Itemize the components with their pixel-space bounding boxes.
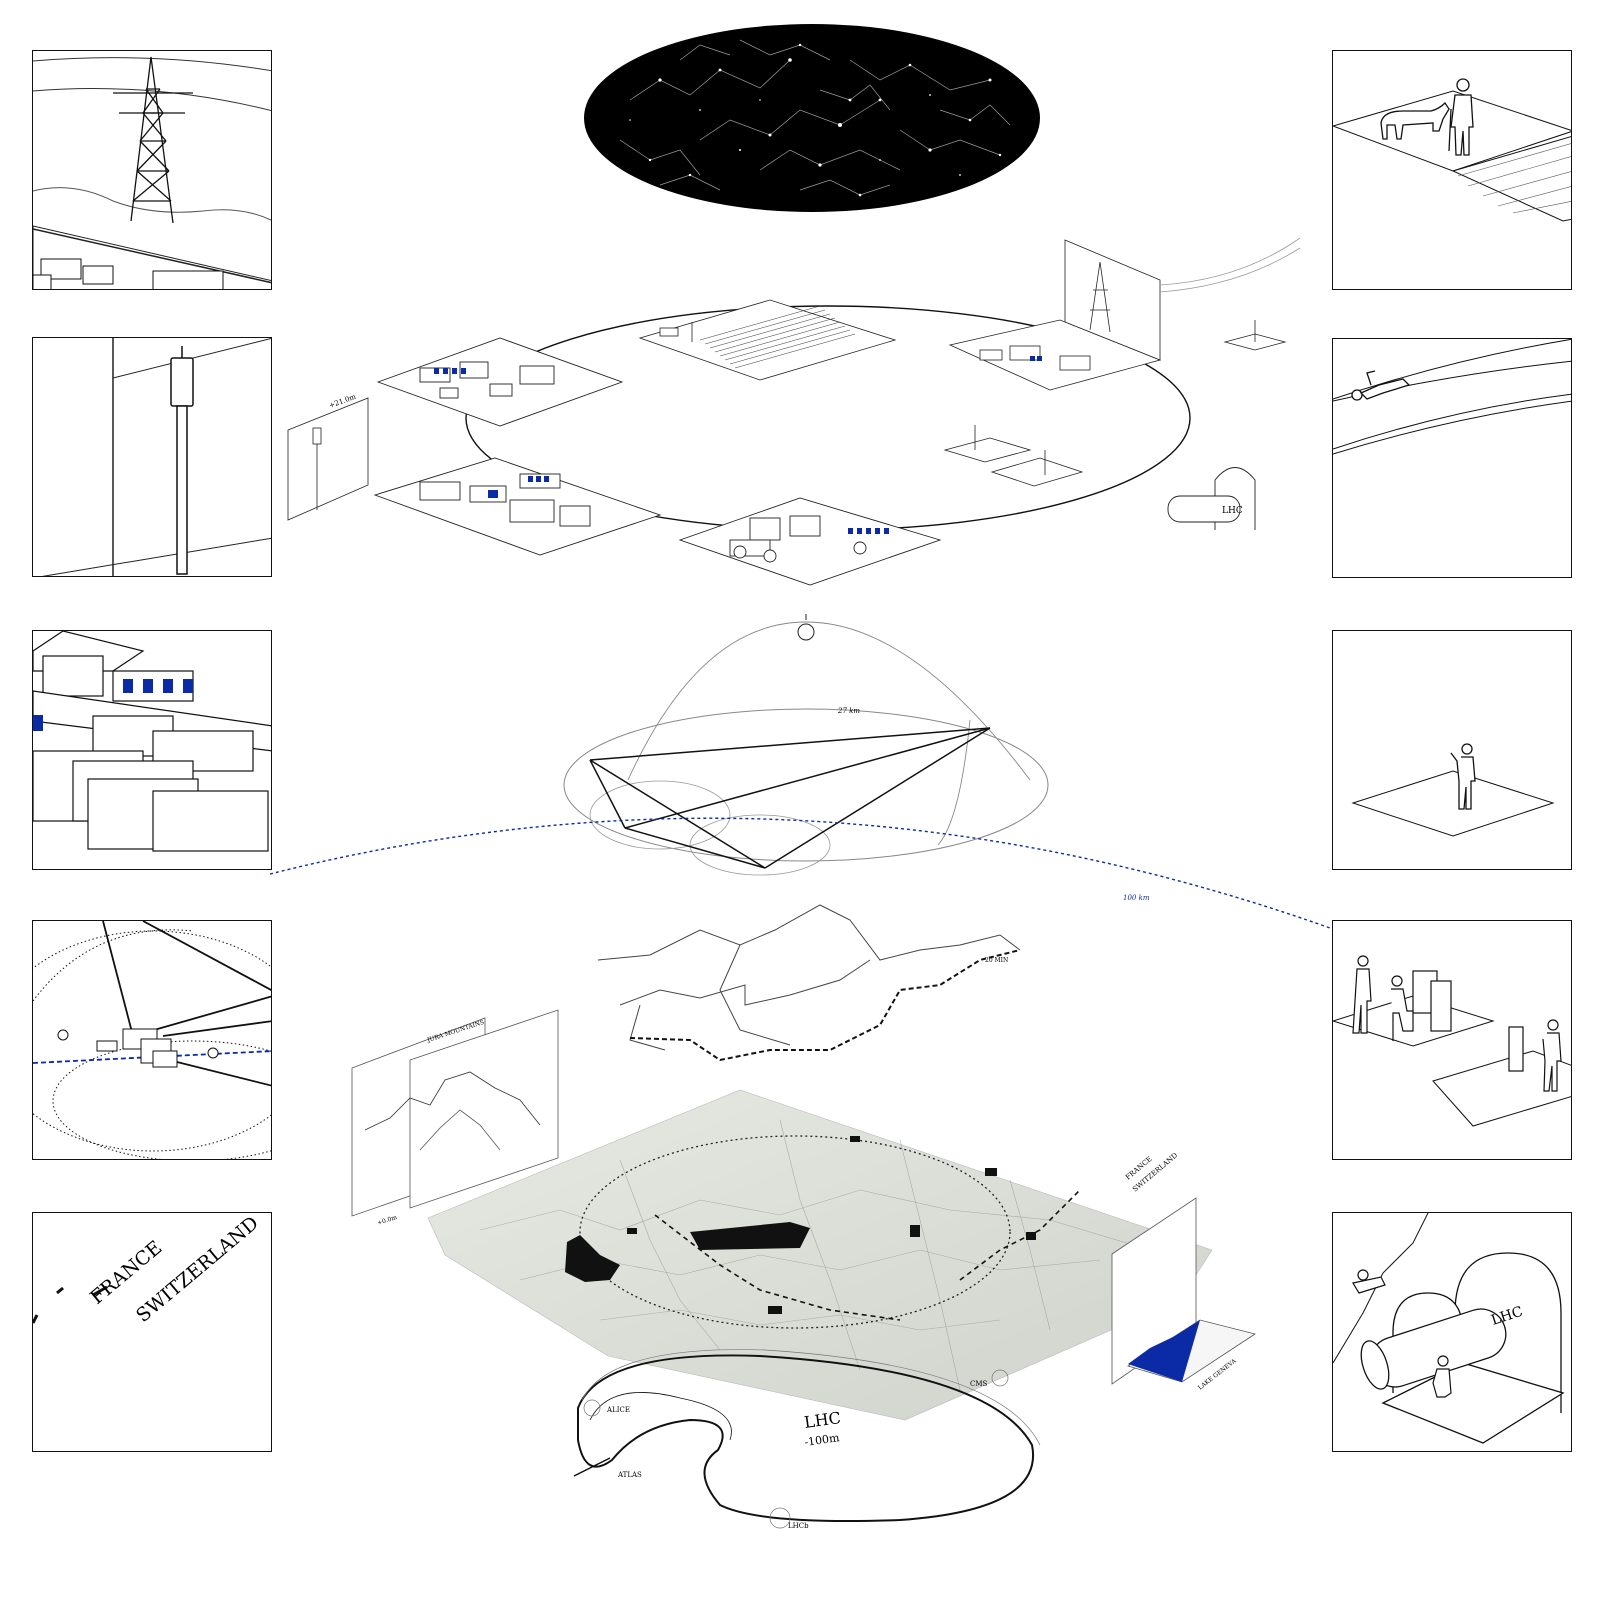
plate-pylon <box>948 239 1162 391</box>
lhc-tunnel-small <box>1167 467 1256 530</box>
plate-worker-small <box>1223 320 1287 351</box>
climber-illustration <box>1333 339 1571 455</box>
pylon-illustration <box>33 56 271 289</box>
plate-town-w <box>373 457 662 556</box>
distance-label: 100 km <box>1123 894 1150 902</box>
panel-buildings <box>32 630 272 870</box>
lhc-ring <box>573 1349 1041 1529</box>
plate-farm <box>638 299 897 381</box>
surveyor-illustration <box>1351 743 1555 837</box>
operators-illustration <box>1333 955 1571 1127</box>
blue-panels-s <box>848 528 889 534</box>
buildings-illustration <box>33 631 271 852</box>
panel-surveyor <box>1332 630 1572 870</box>
blue-panels-ne <box>1030 356 1042 361</box>
plate-town-nw <box>376 337 624 427</box>
atlas-label: ATLAS <box>617 1471 642 1479</box>
surveyor-person-icon <box>1450 743 1476 810</box>
star-map <box>584 24 1040 212</box>
cow-icon <box>1380 101 1450 140</box>
plate-town-s <box>678 497 942 586</box>
lhc-tunnel-illustration: LHC <box>1333 1213 1565 1444</box>
mountain-section <box>351 1009 559 1217</box>
border-closeup: FRANCE SWITZERLAND <box>33 1213 263 1327</box>
worker-on-wire-icon <box>1351 370 1411 401</box>
panel-climber <box>1332 338 1572 578</box>
lhc-depth-label: -100m <box>804 1431 841 1449</box>
lhc-tag-small: LHC <box>1222 506 1243 516</box>
panel-pylon <box>32 50 272 290</box>
triangulation-dome <box>563 614 1049 876</box>
panel-operators <box>1332 920 1572 1160</box>
farmer-icon <box>1448 78 1474 156</box>
lake-section <box>1111 1197 1256 1385</box>
panel-tower <box>32 337 272 577</box>
panel-switzerland-label: SWITZERLAND <box>132 1213 263 1327</box>
panel-lhc-tunnel: LHC <box>1332 1212 1572 1452</box>
alice-label: ALICE <box>606 1406 630 1414</box>
distance-arc <box>269 817 1331 929</box>
border-small-label: 20 MIN <box>985 957 1008 964</box>
blue-panels-w <box>488 476 549 498</box>
panel-triangulation <box>32 920 272 1160</box>
panel-border: FRANCE SWITZERLAND <box>32 1212 272 1452</box>
plate-workers <box>943 425 1084 487</box>
triangulation-closeup <box>33 921 271 1159</box>
lhc-label: LHC <box>803 1408 842 1432</box>
tower-illustration <box>41 338 271 576</box>
connector-top-right <box>1159 237 1301 286</box>
technician-icon <box>1352 1269 1452 1398</box>
tower-plane <box>287 397 369 521</box>
circumference-label: 27 km <box>837 707 860 715</box>
blue-panels-nw <box>434 368 466 374</box>
cms-label: CMS <box>970 1380 988 1388</box>
panel-farmer <box>1332 50 1572 290</box>
farmer-illustration <box>1333 78 1571 222</box>
border-outline <box>597 904 1021 1051</box>
lhcb-label: LHCb <box>788 1522 809 1530</box>
ground-level-label: +0.0m <box>376 1214 398 1227</box>
border-dashed <box>629 949 1021 1062</box>
terrain-map <box>427 1089 1213 1421</box>
